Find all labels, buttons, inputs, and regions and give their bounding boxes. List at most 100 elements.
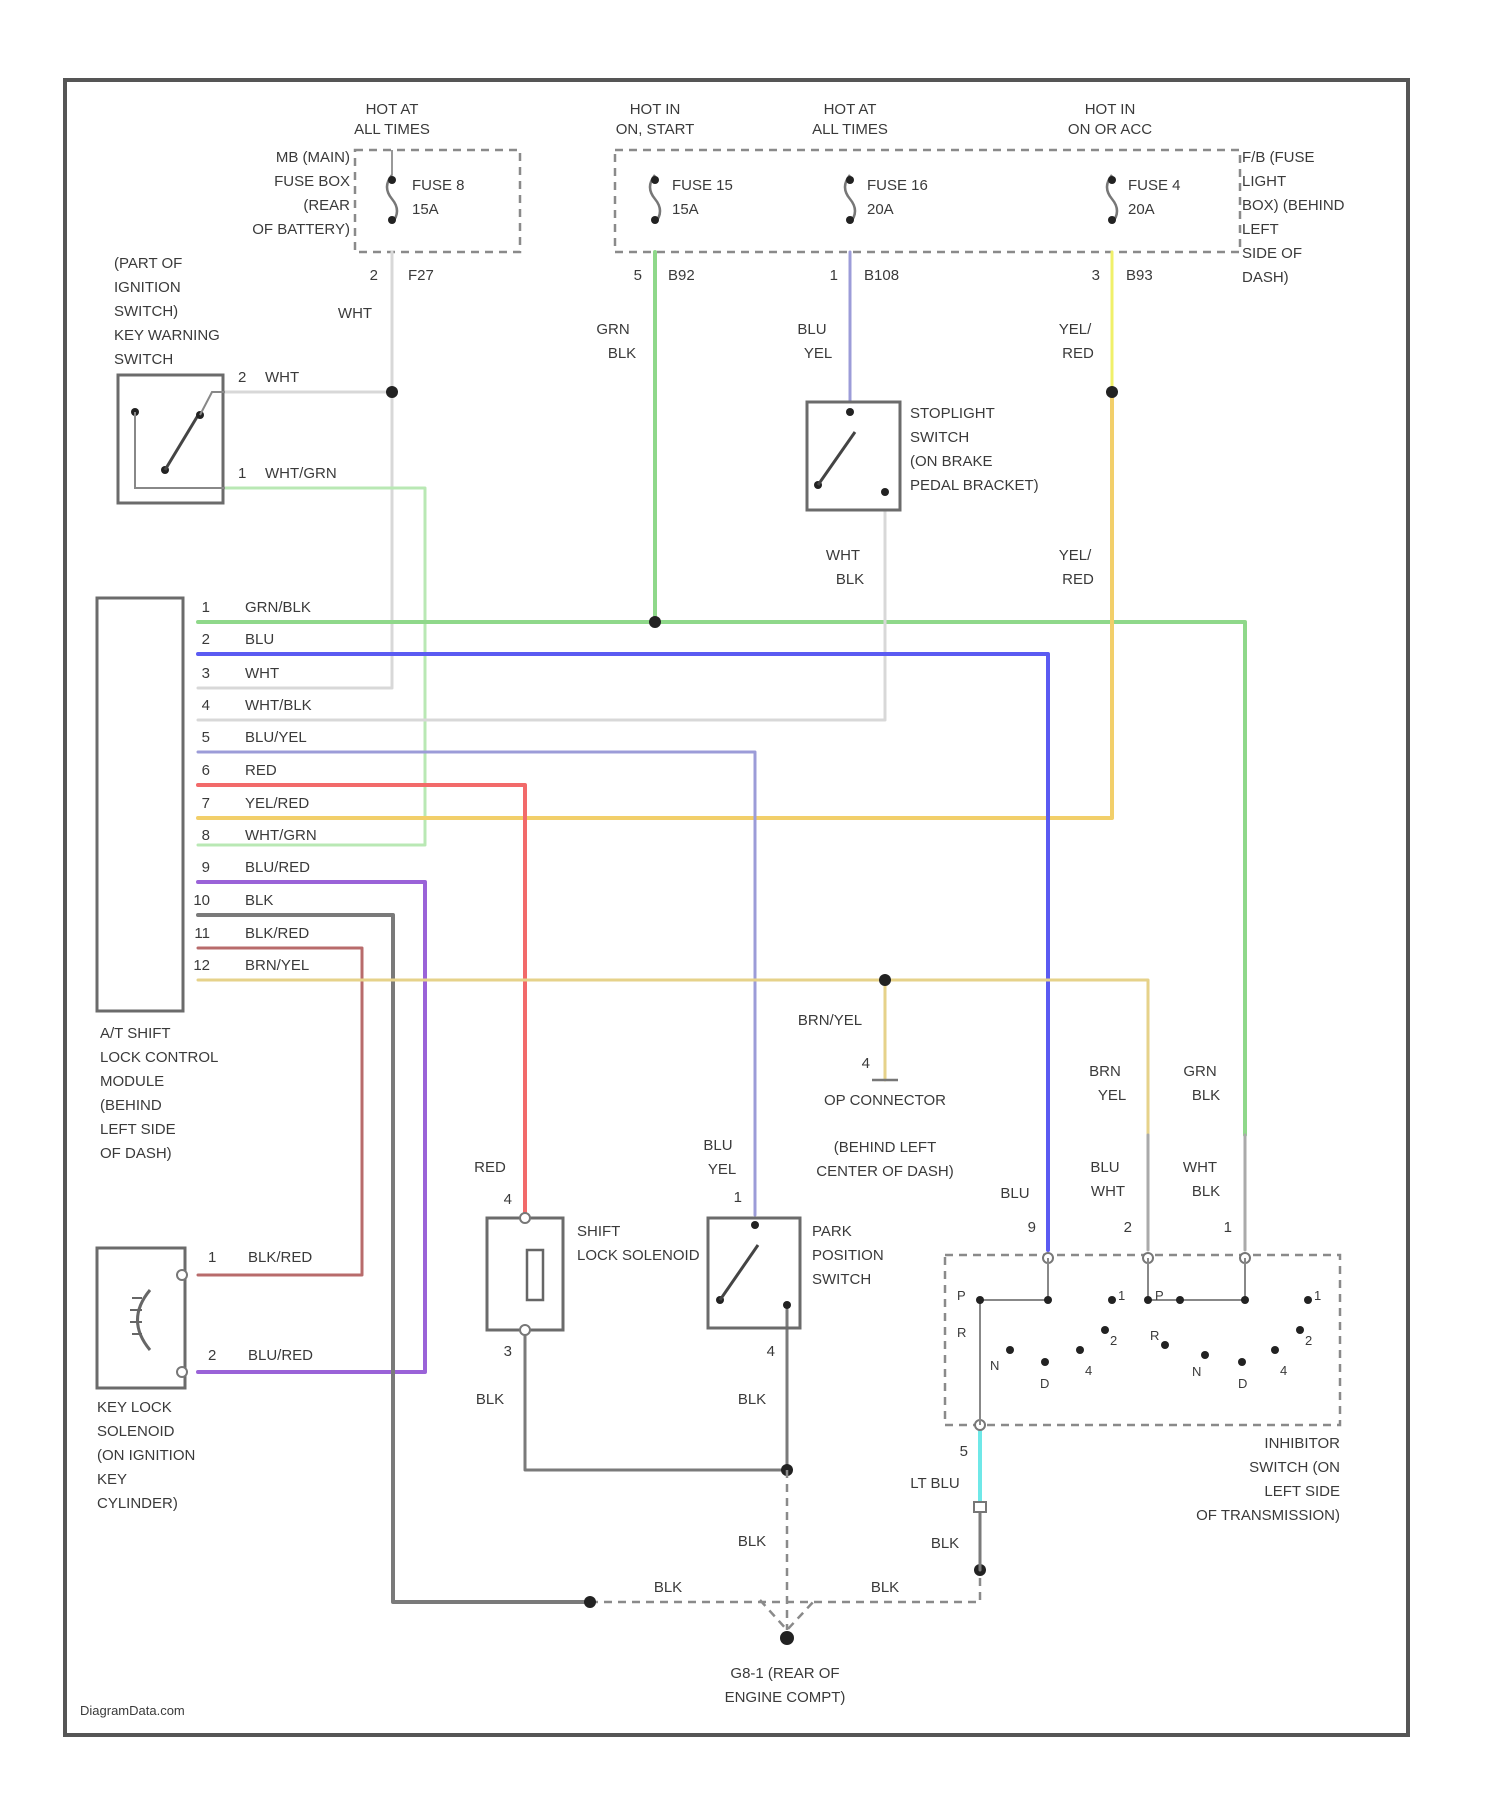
component-label-line: SWITCH (ON [1249,1459,1340,1476]
underhood-fuse-box-label: MB (MAIN) FUSE BOX (REAR OF BATTERY) [252,149,350,238]
pin-wire-label: WHT [245,665,279,682]
component-label-line: SWITCH) [114,303,178,320]
fuse-box-label-line: DASH) [1242,269,1289,286]
component-label-line: IGNITION [114,279,181,296]
pin-number: 1 [202,599,210,616]
park-position-switch-label: PARK POSITION SWITCH [812,1223,884,1288]
connector-id: B108 [864,267,899,284]
component-label: OP CONNECTOR [824,1092,946,1109]
fuse-label: FUSE 8 [412,177,465,194]
connector-id: F27 [408,267,434,284]
wire-label: WHT [1091,1183,1125,1200]
inhibitor-switch-label: INHIBITOR SWITCH (ON LEFT SIDE OF TRANSM… [1196,1435,1340,1524]
key-lock-solenoid-label: KEY LOCK SOLENOID (ON IGNITION KEY CYLIN… [97,1399,195,1512]
pin-number: 4 [504,1191,512,1208]
component-label-line: LOCK CONTROL [100,1049,218,1066]
fuse-label: FUSE 15 [672,177,733,194]
pin-wire-label: BLK [245,892,273,909]
fuse-rating: 15A [412,201,439,218]
pin-number: 4 [862,1055,870,1072]
wire-label: RED [1062,571,1094,588]
wire-label: WHT [1183,1159,1217,1176]
pin-number: 1 [1224,1219,1232,1236]
hot-label-line: HOT AT [824,101,877,118]
component-label-line: OF TRANSMISSION) [1196,1507,1340,1524]
wire-label: BLK [476,1391,504,1408]
wire-label: BLK [931,1535,959,1552]
fuse-label: FUSE 4 [1128,177,1181,194]
connector-pin: 1 [830,267,838,284]
fuse-15: FUSE 15 15A [650,175,733,224]
component-label-line: KEY [97,1471,127,1488]
key-warning-switch [118,375,225,503]
ground-label-line: ENGINE COMPT) [725,1689,846,1706]
position-label: P [957,1288,966,1303]
component-label-line: (BEHIND [100,1097,162,1114]
pin-number: 1 [208,1249,216,1266]
component-label-line: CYLINDER) [97,1495,178,1512]
wire-label: BRN [1089,1063,1121,1080]
pin-number: 1 [238,465,246,482]
position-label: 2 [1110,1333,1117,1348]
wire-label: BLK [836,571,864,588]
connector-pin: 5 [634,267,642,284]
pin-number: 2 [202,631,210,648]
pin-number: 5 [202,729,210,746]
splice-node [649,616,661,628]
wire-label: GRN [1183,1063,1216,1080]
fuse-box-label-line: MB (MAIN) [276,149,350,166]
fuse-8: FUSE 8 15A [387,150,465,224]
position-label: P [1155,1288,1164,1303]
pin-number: 9 [202,859,210,876]
stoplight-switch [807,402,900,510]
pin-wire-label: WHT/GRN [245,827,317,844]
pin-number: 2 [1124,1219,1132,1236]
fuse-4: FUSE 4 20A [1107,175,1181,224]
pin-number: 3 [504,1343,512,1360]
key-lock-solenoid [97,1248,187,1388]
connector-pin: 3 [1092,267,1100,284]
pin-number: 10 [193,892,210,909]
splice-node [584,1596,596,1608]
ground-label-line: G8-1 (REAR OF [730,1665,839,1682]
pin-wire-label: YEL/RED [245,795,309,812]
footer-watermark: DiagramData.com [80,1703,185,1718]
inhibitor-position-labels: P R N D 4 2 1 P R N D 4 2 1 [957,1288,1321,1391]
wire-label: BLU [797,321,826,338]
wire-label: LT BLU [910,1475,959,1492]
dash-fuse-box-label: F/B (FUSE LIGHT BOX) (BEHIND LEFT SIDE O… [1242,149,1345,286]
position-label: D [1238,1376,1247,1391]
shift-lock-solenoid-label: SHIFT LOCK SOLENOID [577,1223,700,1264]
wire-label: YEL/ [1059,321,1092,338]
wire-label: WHT [338,305,372,322]
pin-wire-label: BLU [245,631,274,648]
component-label-line: MODULE [100,1073,164,1090]
pin-wire-label: WHT/GRN [265,465,337,482]
pin-number: 4 [767,1343,775,1360]
pin-number: 2 [238,369,246,386]
pin-number: 2 [208,1347,216,1364]
component-label-line: CENTER OF DASH) [816,1163,954,1180]
wire-label: RED [474,1159,506,1176]
component-label-line: PARK [812,1223,852,1240]
wire-blk-solenoid [525,1310,787,1470]
pin-number: 8 [202,827,210,844]
component-label-line: (PART OF [114,255,182,272]
fuse-box-label-line: (REAR [303,197,350,214]
wire-blu [198,654,1048,1250]
wire-label: BLU [703,1137,732,1154]
ground-node [780,1631,794,1645]
shift-lock-solenoid [487,1213,563,1335]
pin-wire-label: BLK/RED [245,925,309,942]
wire-blk-red [198,948,362,1275]
pin-wire-label: BLK/RED [248,1249,312,1266]
splice-node [879,974,891,986]
pin-number: 1 [734,1189,742,1206]
wire-label: BLK [608,345,636,362]
position-label: 4 [1085,1363,1092,1378]
wire-label: BLK [654,1579,682,1596]
pin-number: 7 [202,795,210,812]
stoplight-switch-label: STOPLIGHT SWITCH (ON BRAKE PEDAL BRACKET… [910,405,1039,494]
hot-label-all-times-1: HOT AT ALL TIMES [354,101,430,138]
